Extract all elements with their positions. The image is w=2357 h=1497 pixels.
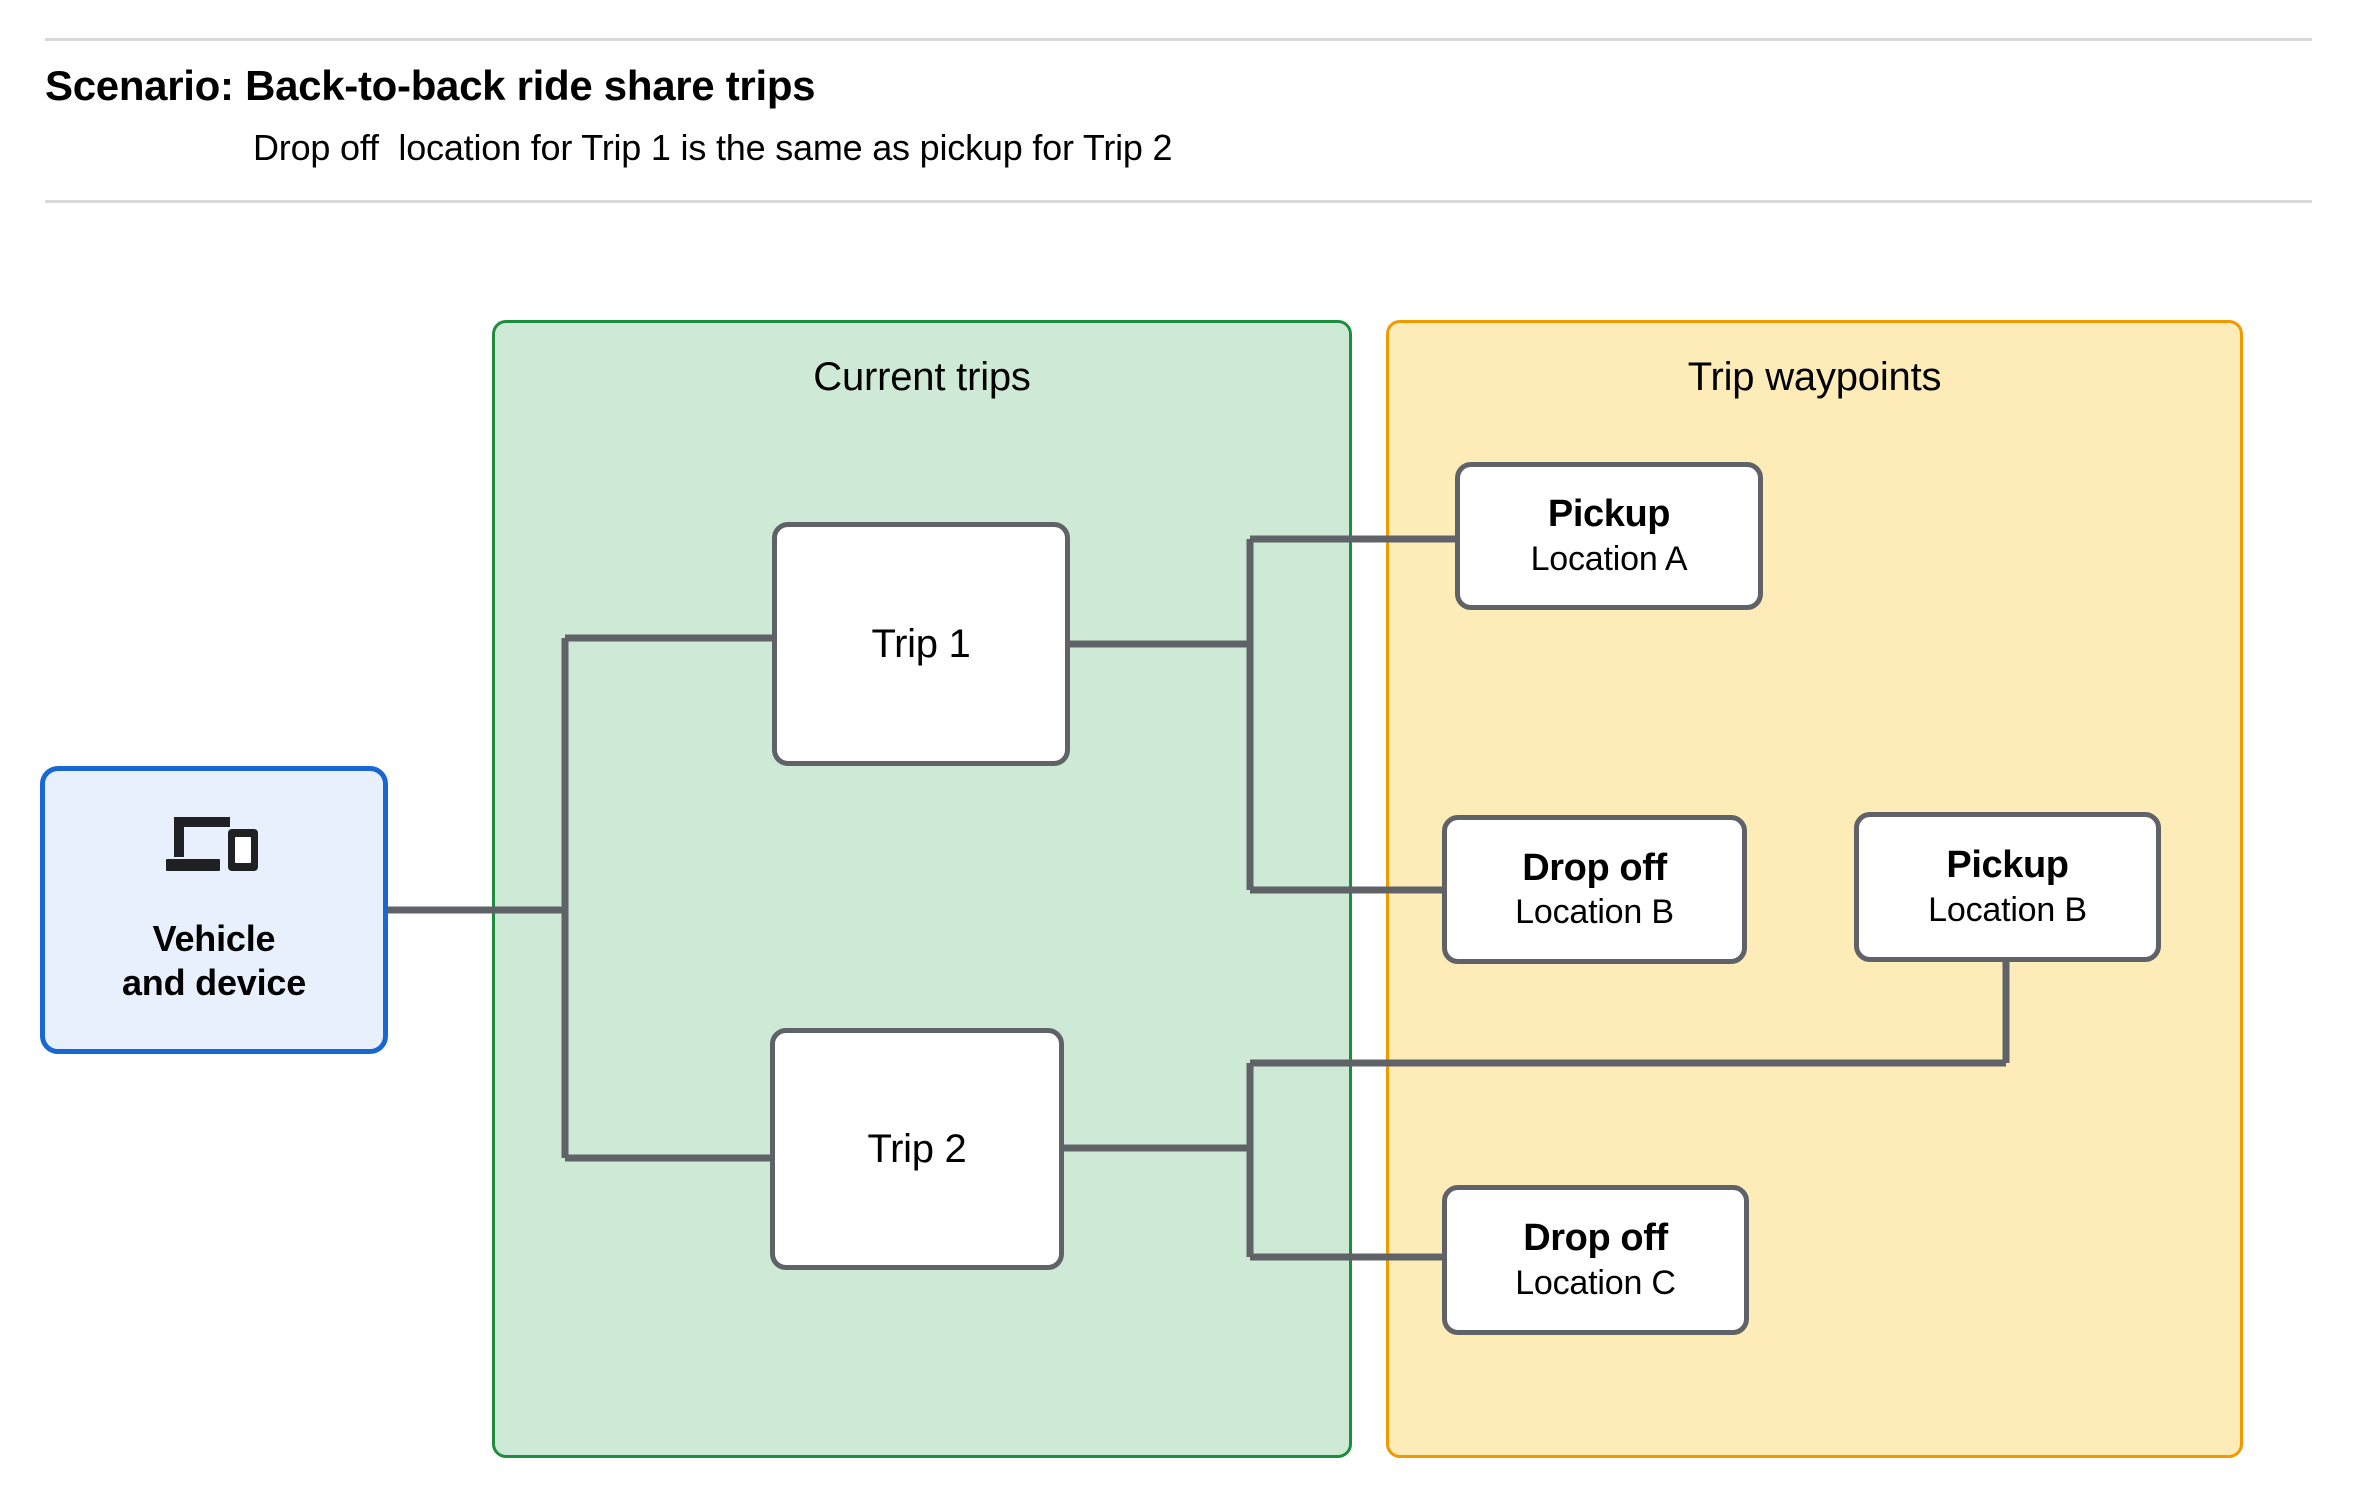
node-trip-2[interactable]: Trip 2 bbox=[770, 1028, 1064, 1270]
page-subtitle: Drop off location for Trip 1 is the same… bbox=[253, 127, 1173, 168]
node-trip-1-label: Trip 1 bbox=[871, 621, 971, 666]
node-waypoint-dropoff-location-b[interactable]: Drop off Location B bbox=[1442, 815, 1747, 964]
header-divider-bottom bbox=[45, 200, 2312, 203]
waypoint-title: Drop off bbox=[1523, 1217, 1668, 1260]
header-divider-top bbox=[45, 38, 2312, 41]
devices-icon bbox=[166, 817, 258, 871]
waypoint-location: Location B bbox=[1515, 893, 1674, 932]
waypoint-title: Pickup bbox=[1946, 844, 2069, 887]
waypoint-title: Drop off bbox=[1522, 846, 1667, 889]
waypoint-location: Location B bbox=[1928, 890, 2087, 929]
node-waypoint-pickup-location-a[interactable]: Pickup Location A bbox=[1455, 462, 1763, 610]
waypoint-title: Pickup bbox=[1547, 493, 1671, 536]
node-vehicle-and-device[interactable]: Vehicle and device bbox=[40, 766, 388, 1054]
node-waypoint-pickup-location-b[interactable]: Pickup Location B bbox=[1854, 812, 2161, 962]
waypoint-location: Location C bbox=[1515, 1263, 1676, 1302]
node-waypoint-dropoff-location-c[interactable]: Drop off Location C bbox=[1442, 1185, 1749, 1335]
node-vehicle-label: Vehicle and device bbox=[121, 918, 307, 1003]
group-current-trips-title: Current trips bbox=[813, 355, 1031, 399]
node-trip-1[interactable]: Trip 1 bbox=[772, 522, 1070, 766]
group-trip-waypoints-title: Trip waypoints bbox=[1687, 355, 1942, 399]
page-title: Scenario: Back-to-back ride share trips bbox=[45, 62, 816, 109]
waypoint-location: Location A bbox=[1530, 539, 1688, 578]
node-trip-2-label: Trip 2 bbox=[867, 1126, 967, 1171]
